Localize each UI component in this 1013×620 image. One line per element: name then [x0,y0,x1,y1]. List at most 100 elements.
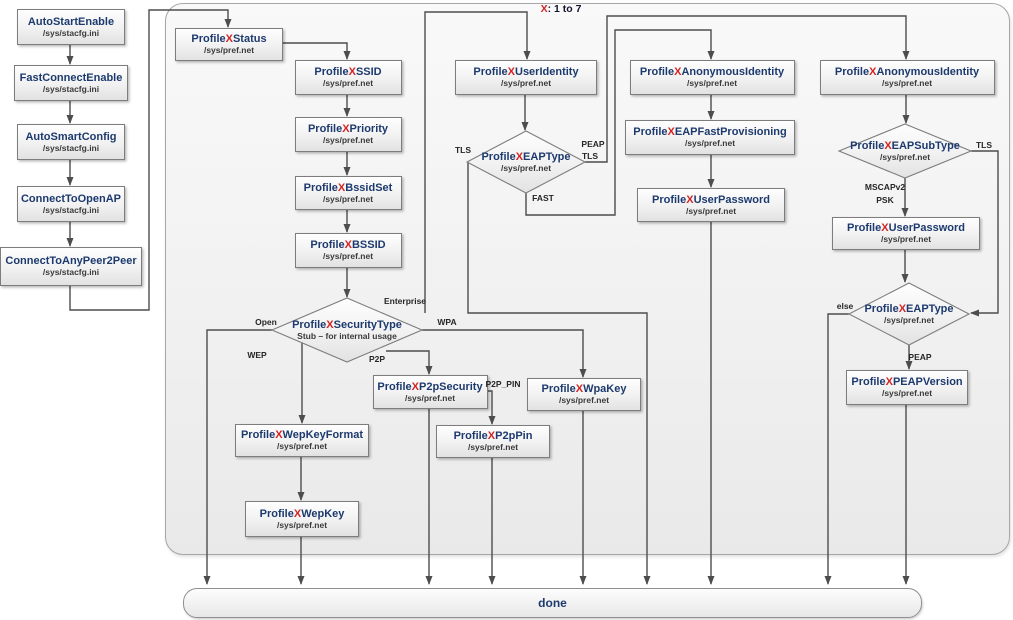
node-profile-peap-version: ProfileXPEAPVersion/sys/pref.net [846,369,968,405]
edge-label-wep: WEP [247,350,267,360]
edge-label-wpa: WPA [437,317,457,327]
node-title-pre: Profile [651,193,687,206]
node-shape-profile-eap-type-4 [847,282,971,346]
node-subtitle: /sys/pref.net [880,233,932,244]
node-shape-profile-eap-sub-type [837,123,973,179]
node-title-x: X [515,150,524,163]
node-title-pre: ConnectToAnyPeer2Peer [5,254,137,267]
node-title: ProfileXWpaKey [542,383,627,395]
node-title-x: X [884,139,892,152]
node-title-pre: Profile [834,65,870,78]
node-title: ProfileXSSID [314,66,381,78]
node-title-pre: Profile [850,139,885,152]
node-title: ProfileXWepKeyFormat [241,429,363,441]
node-title: ProfileXAnonymousIdentity [640,66,784,78]
node-subtitle: /sys/pref.net [685,205,737,216]
node-title-post: EAPType [906,302,954,315]
node-title-post: BssidSet [345,181,393,194]
node-title-pre: AutoStartEnable [27,15,115,28]
node-title-post: UserPassword [693,193,770,206]
node-title-pre: Profile [303,181,338,194]
node-title-x: X [344,238,352,251]
node-title-pre: Profile [639,65,675,78]
node-profile-p2p-pin: ProfileXP2pPin/sys/pref.net [436,424,550,458]
node-shape-profile-security-type [270,297,424,363]
node-title: ProfileXBssidSet [304,182,393,194]
node-title-post: WepKey [301,507,345,520]
node-title: ProfileXWepKey [260,508,345,520]
node-title: ProfileXEAPType [864,303,953,315]
node-title-x: X [885,375,893,388]
edge-label-open: Open [255,317,277,327]
node-title-x: X [337,181,346,194]
connector [281,42,351,60]
node-title-pre: Profile [453,429,488,442]
node-title-pre: Profile [377,380,412,393]
node-subtitle: /sys/pref.net [322,134,374,145]
node-title-pre: Profile [191,32,226,45]
node-title-x: X [411,380,419,393]
node-title-post: EAPType [523,150,571,163]
node-title: ProfileXBSSID [310,239,385,251]
node-subtitle: /sys/pref.net [500,77,552,88]
node-profile-eap-fast-provisioning: ProfileXEAPFastProvisioning/sys/pref.net [625,119,795,155]
node-title: AutoStartEnable [28,16,114,28]
node-subtitle: /sys/pref.net [404,392,456,403]
node-profile-wep-key-format: ProfileXWepKeyFormat/sys/pref.net [235,423,369,457]
node-subtitle: /sys/pref.net [276,519,328,530]
node-title: ProfileXEAPType [481,151,570,163]
node-subtitle: /sys/pref.net [881,387,933,398]
node-title-pre: ConnectToOpenAP [20,192,121,205]
node-title: ProfileXPEAPVersion [851,376,962,388]
node-title-x: X [342,122,350,135]
node-subtitle: /sys/stacfg.ini [42,27,100,38]
node-title: ProfileXSecurityType [292,319,402,331]
node-profile-eap-type-2: ProfileXEAPType/sys/pref.net [467,131,585,193]
node-title-pre: Profile [307,122,343,135]
node-title-x: X [275,428,283,441]
connector [970,150,999,317]
node-subtitle: /sys/pref.net [500,162,552,173]
node-title-pre: Profile [259,507,294,520]
edge-label-enterprise: Enterprise [383,296,427,306]
node-subtitle: /sys/stacfg.ini [42,83,100,94]
node-title: ProfileXEAPFastProvisioning [633,126,786,138]
edge-label-tls-sub: TLS [975,140,993,150]
node-title-post: AnonymousIdentity [876,65,980,78]
node-subtitle: /sys/pref.net [883,314,935,325]
node-subtitle: /sys/stacfg.ini [42,204,100,215]
node-title-pre: AutoSmartConfig [25,130,117,143]
node-title: ProfileXUserPassword [652,194,770,206]
node-title-pre: FastConnectEnable [19,71,123,84]
node-subtitle: /sys/pref.net [467,441,519,452]
node-title: ProfileXP2pSecurity [377,381,482,393]
node-title-x: X [326,318,334,331]
profiles-group-container [165,3,1010,555]
node-title-post: WepKeyFormat [282,428,364,441]
node-title-pre: Profile [240,428,276,441]
edge-label-tls-left: TLS [454,145,472,155]
node-title-pre: Profile [314,65,349,78]
node-subtitle: /sys/pref.net [322,77,374,88]
node-subtitle: /sys/pref.net [879,151,931,162]
node-profile-priority: ProfileXPriority/sys/pref.net [294,116,402,152]
connector [525,29,715,216]
node-title: ConnectToOpenAP [21,193,121,205]
node-connect-to-any-peer2peer: ConnectToAnyPeer2Peer/sys/stacfg.ini [0,246,142,286]
node-profile-p2p-security: ProfileXP2pSecurity/sys/pref.net [372,375,488,409]
edge-label-fast: FAST [532,193,554,203]
edge-label-else: else [836,301,854,311]
node-profile-eap-sub-type: ProfileXEAPSubType/sys/pref.net [839,124,971,178]
node-title-pre: Profile [633,125,668,138]
node-subtitle: /sys/pref.net [684,137,736,148]
node-subtitle: /sys/stacfg.ini [42,142,100,153]
node-subtitle: /sys/stacfg.ini [42,266,100,277]
node-title: ProfileXPriority [308,123,388,135]
node-profile-wep-key: ProfileXWepKey/sys/pref.net [245,501,359,537]
node-profile-user-identity: ProfileXUserIdentity/sys/pref.net [455,59,597,95]
done-node: done [183,588,922,618]
edge-label-tls-right: TLS [581,151,599,161]
node-title-x: X [225,32,233,45]
node-title: ProfileXStatus [191,33,266,45]
node-title-pre: Profile [864,302,899,315]
